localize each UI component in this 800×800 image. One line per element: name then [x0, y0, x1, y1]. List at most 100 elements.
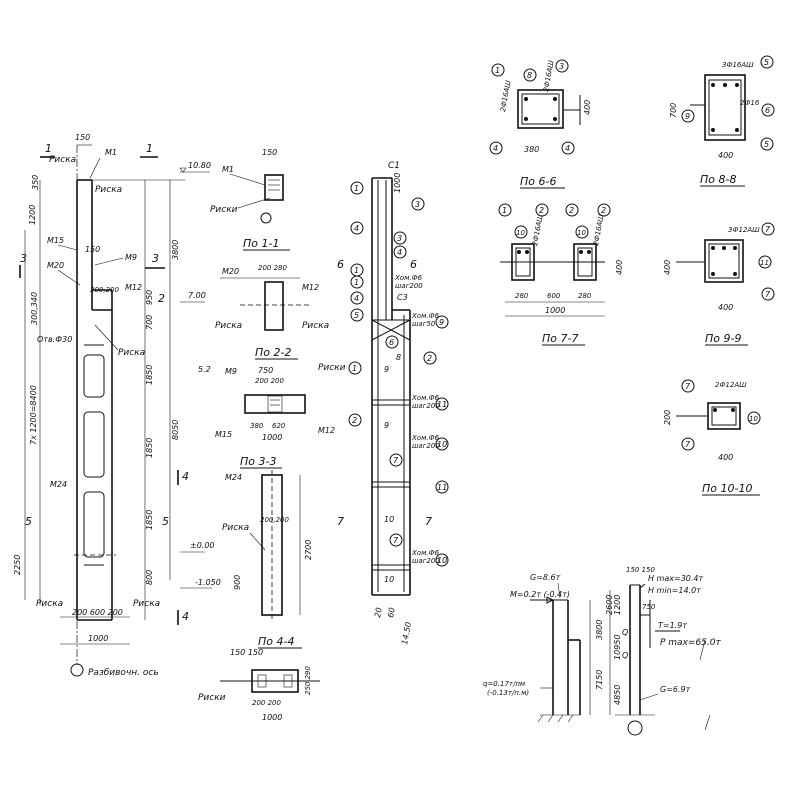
section-2-2: М20 200 280 М12 Риска Риска По 2-2: [215, 264, 329, 360]
s11-dim-150: 150: [262, 148, 277, 157]
s66-n4-a: 4: [493, 144, 498, 153]
section-1-1: М1 150 Риски По 1-1: [210, 148, 290, 251]
cage-sec7-left: 7: [337, 515, 344, 528]
section-2: 2: [158, 292, 165, 305]
s99-n7-b: 7: [765, 290, 771, 299]
section-3-left: 3: [20, 252, 27, 265]
section-1-right: 1: [146, 142, 153, 155]
s44-m24: М24: [225, 473, 242, 482]
dim-700: 700: [145, 315, 154, 330]
s22-m20: М20: [222, 267, 239, 276]
cage-sec6-right: 6: [410, 258, 417, 271]
s1010-n7-b: 7: [685, 440, 691, 449]
s66-bars-b: 2Ф16АШ: [542, 59, 555, 92]
s88-n6: 6: [765, 106, 770, 115]
s77-dim-1000: 1000: [545, 306, 565, 315]
s33-dim-1000: 1000: [262, 433, 282, 442]
s11-m1: М1: [222, 165, 234, 174]
dim-1850-a: 1850: [145, 365, 154, 385]
load-p-max: Р max=65.0т: [660, 638, 721, 648]
s1010-n10: 10: [749, 415, 758, 423]
axis-label: Разбивочн. ось: [88, 668, 159, 678]
s66-n8: 8: [527, 71, 532, 80]
load-dim-1200: 1200: [613, 595, 622, 615]
s44-risk: Риска: [222, 523, 249, 533]
s1010-title: По 10-10: [702, 482, 752, 495]
load-q-alt: (-0.13т/п.м): [487, 689, 529, 697]
hand-note-1: 5.2: [198, 365, 211, 374]
cage-step-a3: Хом.Ф6: [411, 394, 440, 402]
cage-n9-b: 9: [384, 365, 389, 374]
load-q: q=0.17т/пм: [483, 680, 526, 688]
s55-dim-1000: 1000: [262, 713, 282, 722]
s66-n1: 1: [495, 66, 500, 75]
load-dim-7150: 7150: [595, 670, 604, 690]
s77-n2-b: 2: [569, 206, 574, 215]
cage-n11-a: 11: [437, 400, 447, 409]
cage-n4-c: 4: [354, 294, 359, 303]
level-top: 10.80: [188, 161, 211, 170]
cage-n11-b: 11: [437, 483, 447, 492]
s66-title: По 6-6: [520, 175, 556, 188]
load-dim-4850: 4850: [613, 685, 622, 705]
s33-risk: Риски: [318, 363, 346, 373]
cage-n7-a: 7: [393, 456, 399, 465]
load-dim-3800: 3800: [595, 620, 604, 640]
section-3-right: 3: [152, 252, 159, 265]
s55-dim-150-150: 150 150: [230, 648, 263, 657]
dim-300-340: 300,340: [30, 292, 39, 325]
cage-n9-a: 9: [439, 318, 444, 327]
s77-title: По 7-7: [542, 332, 578, 345]
cage-step-b1: шаг200: [395, 282, 423, 290]
s77-bars-a: 2Ф16АШ: [531, 213, 544, 246]
s1010-bars: 2Ф12АШ: [715, 381, 747, 389]
risk-label-bottom-left: Риска: [36, 599, 63, 609]
load-t: Т=1.9т: [658, 621, 687, 630]
cage-n4-b: 4: [397, 248, 402, 257]
s44-dim-2700: 2700: [304, 540, 313, 560]
s99-dim-400-v: 400: [663, 260, 672, 275]
cage-n4-a: 4: [354, 224, 359, 233]
load-dim-10950: 10950: [613, 635, 622, 660]
s88-n5-a: 5: [764, 58, 769, 67]
cage-n8: 8: [396, 353, 401, 362]
cage-c1: С1: [388, 161, 400, 171]
load-g2: G=6.9т: [660, 685, 691, 694]
section-5-right: 5: [162, 515, 169, 528]
cage-step-a4: Хом.Ф6: [411, 434, 440, 442]
embed-m12: М12: [125, 283, 142, 292]
dim-1200: 1200: [28, 205, 37, 225]
cage-n9-c: 9: [384, 421, 389, 430]
cage-n3-a: 3: [415, 200, 420, 209]
dim-7x1200: 7x 1200=8400: [29, 385, 38, 445]
s1010-dim-400: 400: [718, 453, 733, 462]
section-4-4: М24 Риска 200,200 2700 900 По 4-4: [222, 470, 313, 649]
s77-dim-400: 400: [615, 260, 624, 275]
cage-n10-a: 10: [437, 440, 447, 449]
hole-label: Отв.Ф30: [37, 335, 72, 344]
cage-n10-d: 10: [384, 575, 394, 584]
s44-dim-200: 200,200: [260, 516, 289, 524]
load-q2: Q: [622, 651, 628, 660]
s22-title: По 2-2: [255, 346, 291, 359]
dim-350: 350: [31, 175, 40, 190]
s66-dim-400: 400: [583, 100, 592, 115]
dim-150-mid: 150: [85, 245, 100, 254]
s44-dim-900: 900: [233, 575, 242, 590]
section-6-6: 1 8 3 4 4 2Ф16АШ 2Ф16АШ 400 380 По 6-6: [489, 59, 592, 189]
cage-sec7-right: 7: [425, 515, 432, 528]
s11-title: По 1-1: [243, 237, 279, 250]
section-8-8: 3Ф16АШ 2Ф16 5 9 6 5 700 400 По 8-8: [669, 55, 775, 187]
hand-note-2: 20: [373, 607, 384, 619]
level-crane: 7.00: [188, 291, 206, 300]
section-5-left: 5: [25, 515, 32, 528]
s77-dim-280-b: 280: [578, 292, 592, 300]
dim-3800: 3800: [171, 240, 180, 260]
cage-step-a2: Хом.Ф6: [411, 312, 440, 320]
cage-n2-a: 2: [427, 354, 432, 363]
dim-950: 950: [145, 290, 154, 305]
load-dim-150-150: 150 150: [626, 566, 655, 574]
s11-risk: Риски: [210, 205, 238, 215]
load-diagram: М=0.2т (-0.4т) G=8.6т 3800 7150 10950 48…: [483, 566, 721, 736]
